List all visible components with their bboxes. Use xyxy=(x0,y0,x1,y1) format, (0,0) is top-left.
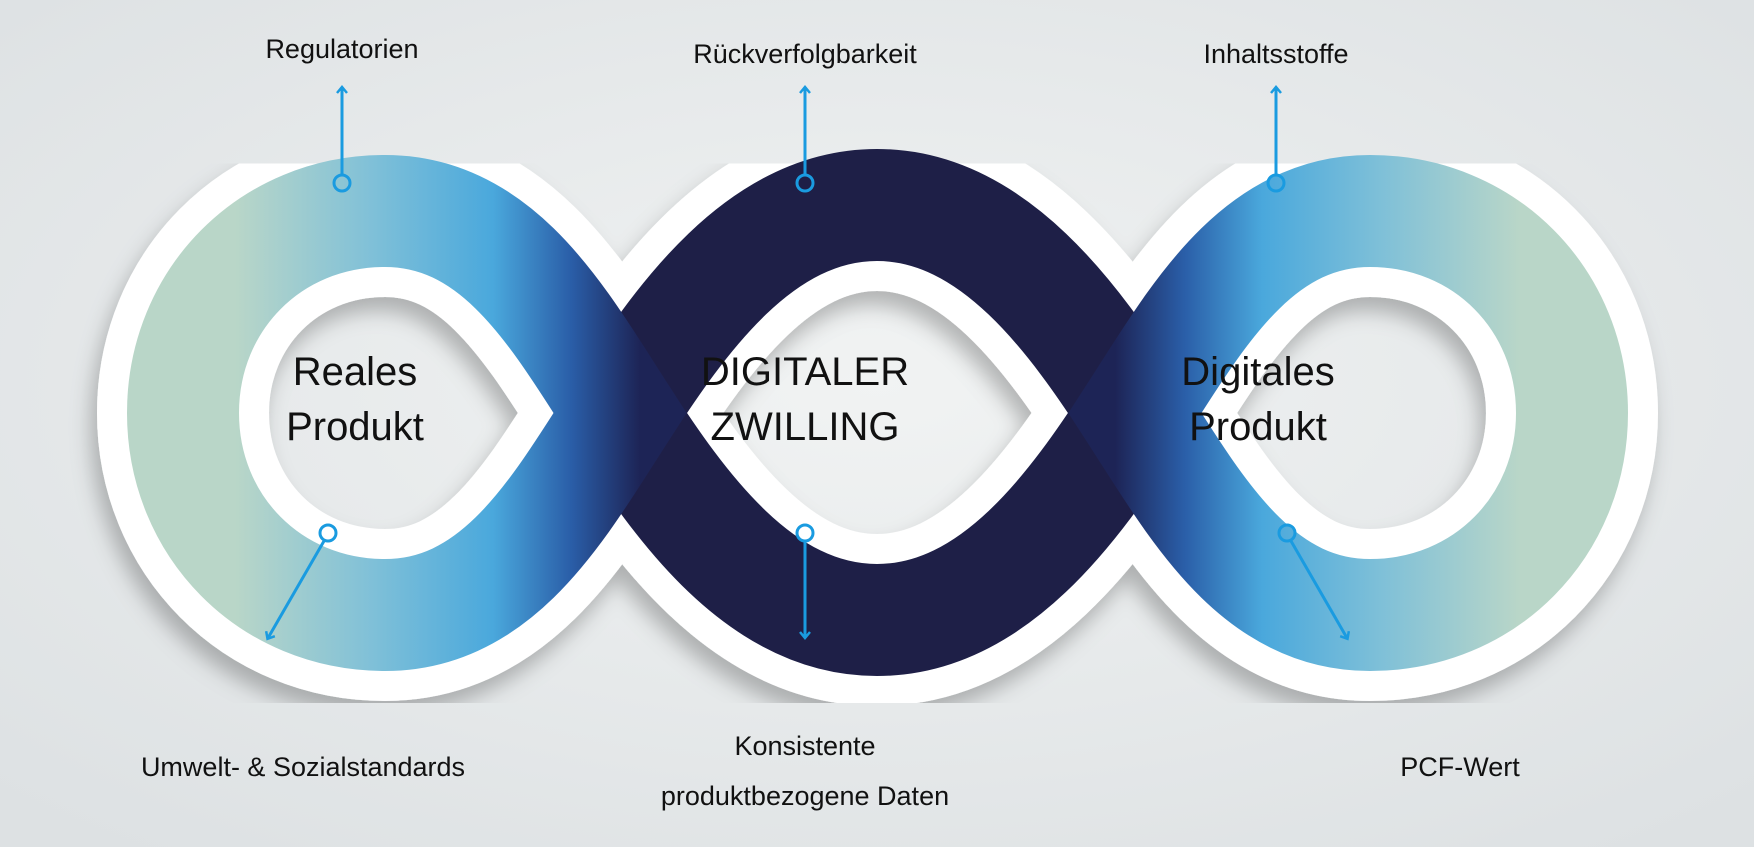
label-pcf-value: PCF-Wert xyxy=(1400,752,1520,782)
digital-product-label-2: Produkt xyxy=(1189,405,1327,449)
dot-icon xyxy=(795,173,815,193)
label-consistent-data-2: produktbezogene Daten xyxy=(661,781,949,811)
dot-icon xyxy=(318,523,338,543)
arrow-down-icon xyxy=(264,540,326,641)
label-environmental-social-standards: Umwelt- & Sozialstandards xyxy=(141,752,465,782)
arrow-down-icon xyxy=(1289,540,1351,641)
dot-icon xyxy=(795,523,815,543)
real-product-loop-band xyxy=(126,154,687,672)
label-consistent-data-1: Konsistente xyxy=(734,731,875,761)
real-product-label-2: Produkt xyxy=(286,405,424,449)
label-ingredients: Inhaltsstoffe xyxy=(1203,39,1348,69)
digital-product-label-1: Digitales xyxy=(1181,350,1334,394)
dot-icon xyxy=(1277,523,1297,543)
label-regulations: Regulatorien xyxy=(265,34,418,64)
dot-icon xyxy=(1266,173,1286,193)
label-traceability: Rückverfolgbarkeit xyxy=(693,39,917,69)
digital-twin-label-1: DIGITALER xyxy=(701,350,909,394)
digital-twin-label-2: ZWILLING xyxy=(711,405,900,449)
dot-icon xyxy=(332,173,352,193)
digital-product-loop-band xyxy=(1068,154,1629,672)
callout-connectors xyxy=(264,85,1351,641)
real-product-label-1: Reales xyxy=(293,350,418,394)
